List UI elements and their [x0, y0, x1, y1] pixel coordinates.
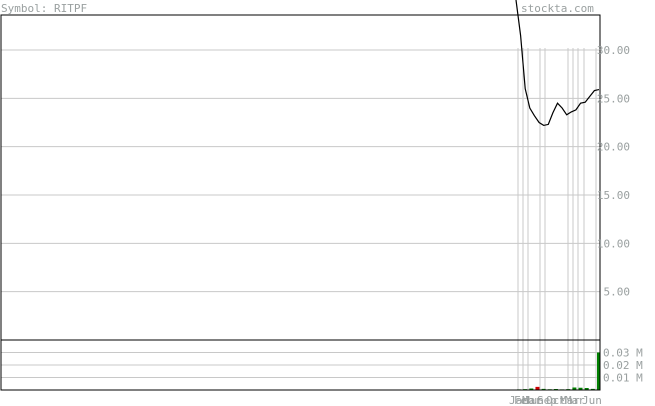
volume-axis-label: 0.03 M: [603, 347, 643, 360]
brand-watermark: stockta.com: [521, 2, 594, 15]
chart-frame: [0, 14, 601, 391]
price-series-line: [515, 0, 600, 127]
price-axis-label: 25.00: [597, 92, 630, 105]
month-axis-label: Mar: [560, 394, 580, 406]
volume-bar: [597, 352, 600, 390]
month-axis-label: Mar: [522, 394, 542, 406]
volume-axis-label: 0.01 M: [603, 372, 643, 385]
symbol-label: Symbol: RITPF: [1, 2, 87, 15]
price-axis-label: 30.00: [597, 44, 630, 57]
month-axis-label: Sep: [537, 394, 557, 406]
month-axis-label: Feb: [514, 394, 534, 406]
volume-bar: [529, 388, 534, 390]
volume-axis-label: 0.02 M: [603, 359, 643, 372]
month-axis-label: Oct: [546, 394, 566, 406]
volume-bar: [541, 388, 546, 390]
volume-bar: [578, 387, 583, 390]
month-axis-label: Jun: [582, 394, 602, 406]
price-axis-label: 15.00: [597, 189, 630, 202]
month-axis-label: Mar: [565, 394, 585, 406]
price-axis-label: 20.00: [597, 141, 630, 154]
volume-bar: [590, 388, 595, 390]
month-axis-label: Jun: [524, 394, 544, 406]
volume-bar: [535, 386, 540, 390]
price-axis-label: 10.00: [597, 237, 630, 250]
price-axis-label: 5.00: [604, 286, 631, 299]
volume-bar: [584, 388, 589, 390]
volume-bar: [572, 387, 577, 390]
month-axis-label: Jan: [509, 394, 529, 406]
